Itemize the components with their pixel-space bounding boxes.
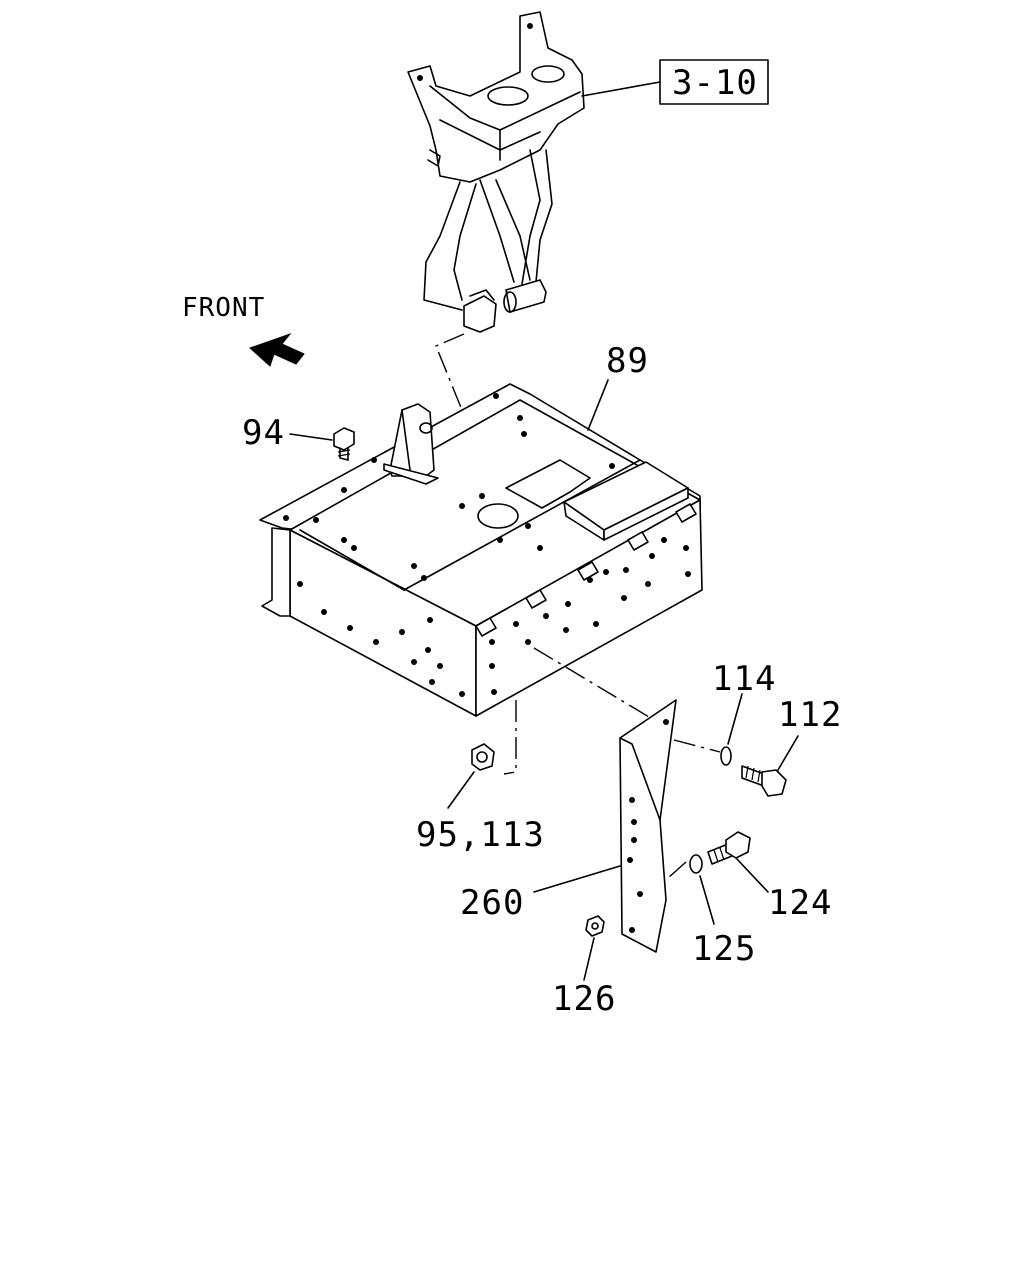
pedal-bracket-assembly [407, 11, 585, 333]
battery-box [259, 383, 703, 717]
box-holes [283, 393, 691, 697]
washer-125 [689, 854, 703, 874]
callout-125: 125 [692, 929, 756, 969]
washer-114 [720, 746, 732, 766]
callout-260: 260 [460, 883, 524, 923]
nut-95-113 [471, 743, 495, 771]
callout-89: 89 [606, 341, 649, 381]
callout-124: 124 [768, 883, 832, 923]
bolt-124 [707, 831, 751, 865]
front-label: FRONT [182, 293, 265, 323]
callout-95-113: 95,113 [416, 815, 545, 855]
bolt-112 [741, 765, 787, 797]
reference-box [659, 59, 769, 105]
front-arrow-icon [249, 332, 305, 367]
reference-box-label: 3-10 [672, 63, 758, 103]
nut-126 [585, 915, 605, 937]
callout-126: 126 [552, 979, 616, 1019]
callout-94: 94 [242, 413, 285, 453]
bolt-94 [333, 427, 355, 461]
bracket-plate-260 [619, 699, 677, 953]
callout-112: 112 [778, 695, 842, 735]
callout-114: 114 [712, 659, 776, 699]
